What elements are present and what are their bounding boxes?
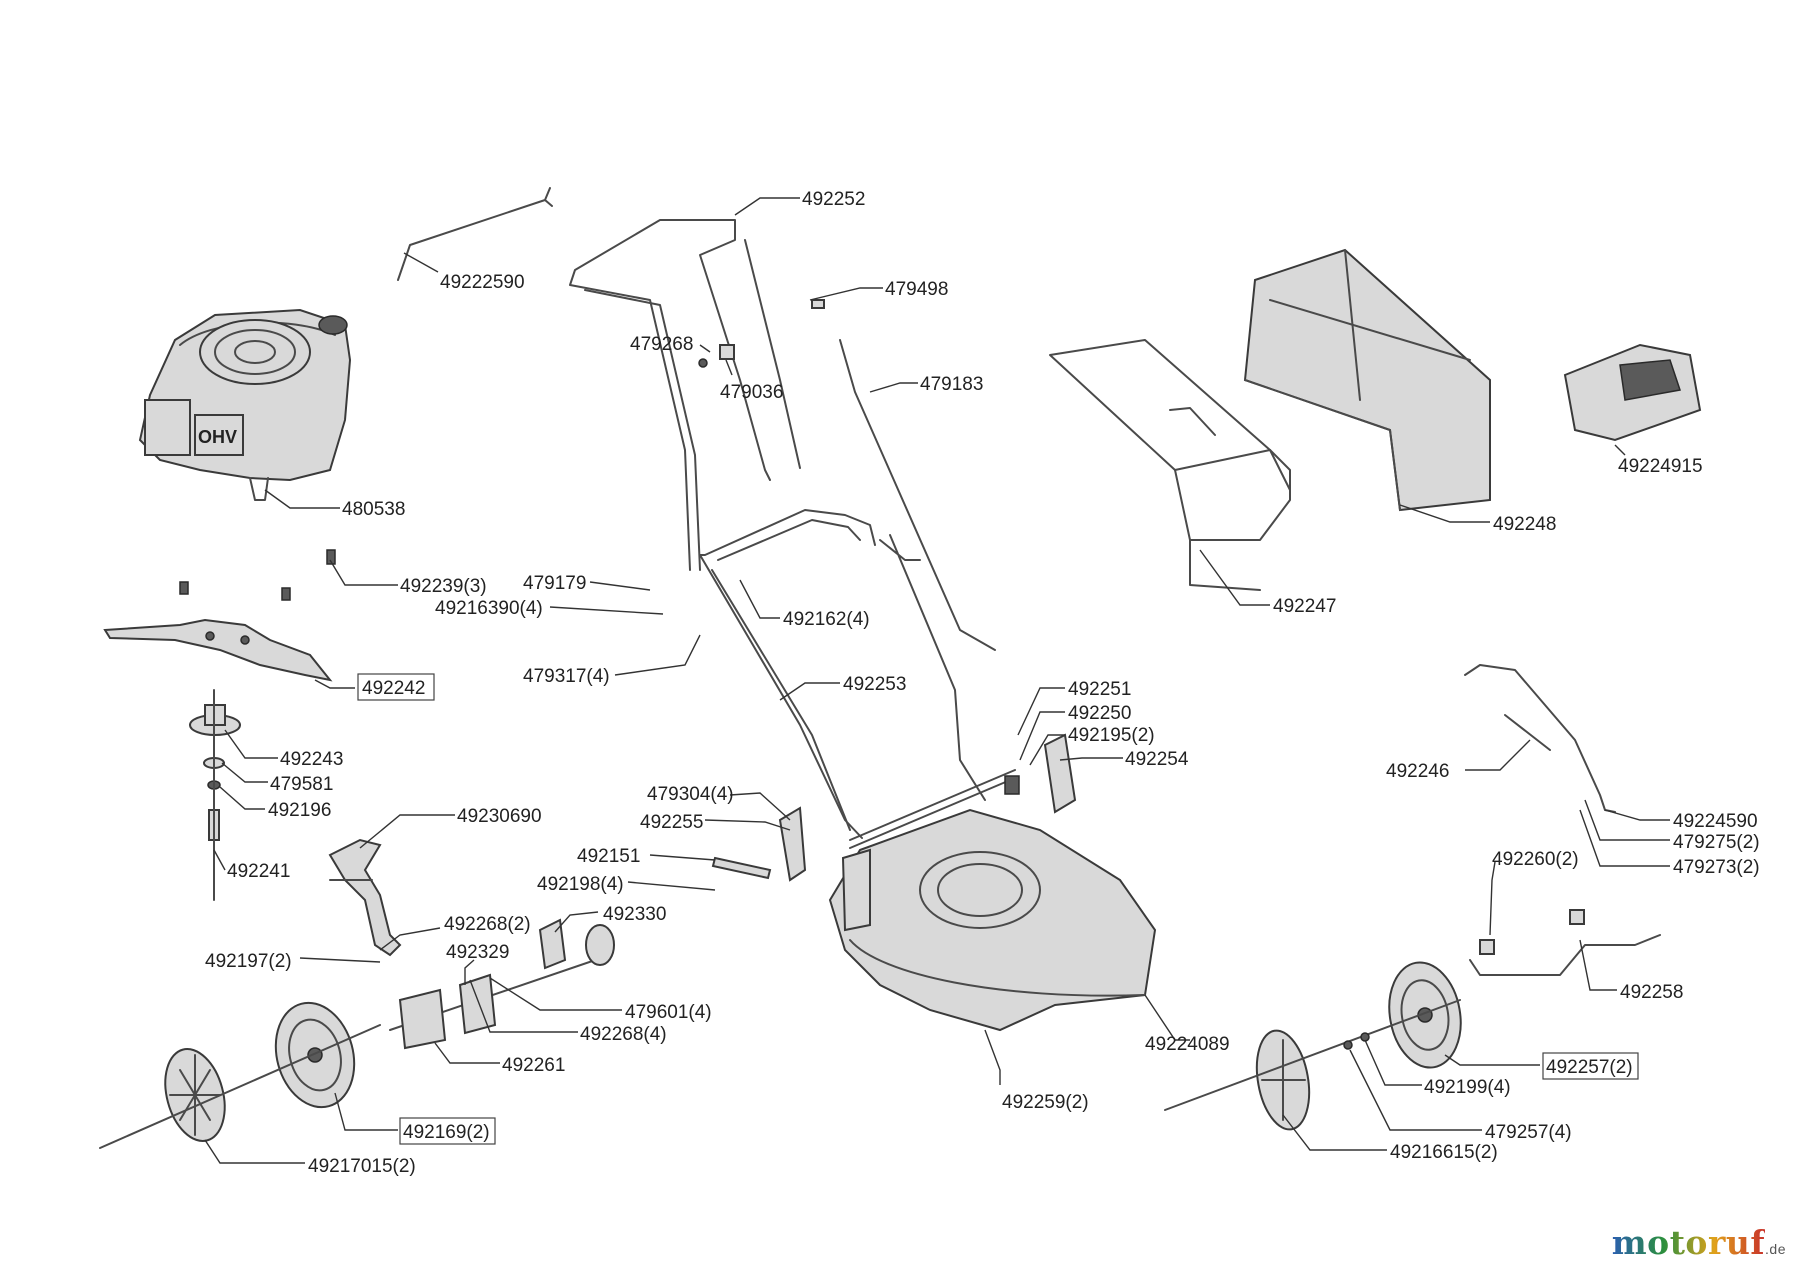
label-492198: 492198(4): [537, 874, 624, 895]
label-492260: 492260(2): [1492, 849, 1579, 870]
motoruf-logo: motoruf.de: [1612, 1223, 1786, 1262]
label-479179: 479179: [523, 573, 586, 594]
label-479036: 479036: [720, 382, 783, 403]
label-479268: 479268: [630, 334, 693, 355]
label-49224590: 49224590: [1673, 811, 1758, 832]
label-480538: 480538: [342, 499, 405, 520]
label-492169: 492169(2): [403, 1122, 490, 1143]
lower-handle-492253: [699, 509, 986, 839]
front-wheel-492257: [1388, 961, 1462, 1069]
label-492330: 492330: [603, 904, 666, 925]
label-492162: 492162(4): [783, 609, 870, 630]
label-492258: 492258: [1620, 982, 1683, 1003]
rod-492251: [849, 769, 1016, 849]
label-479273: 479273(2): [1673, 857, 1760, 878]
upper-handle-492252: [569, 219, 801, 571]
label-492246: 492246: [1386, 761, 1449, 782]
blade-adapter-stack: [189, 689, 241, 901]
spring-492246: [1504, 714, 1551, 751]
label-492253: 492253: [843, 674, 906, 695]
label-49222590: 49222590: [440, 272, 525, 293]
label-492248: 492248: [1493, 514, 1556, 535]
label-492251: 492251: [1068, 679, 1131, 700]
rear-wheel-cap-49217015: [164, 1048, 226, 1142]
rod-49222590: [397, 187, 553, 281]
label-479601: 479601(4): [625, 1002, 712, 1023]
label-479498: 479498: [885, 279, 948, 300]
label-492196: 492196: [268, 800, 331, 821]
bag-frame-492247: [1049, 339, 1291, 591]
label-492243: 492243: [280, 749, 343, 770]
cable-479183: [839, 339, 996, 651]
box-492169: [399, 1117, 496, 1145]
svg-text:OHV: OHV: [198, 427, 237, 447]
box-492257: [1542, 1052, 1639, 1080]
washer-492199: [1360, 1032, 1370, 1042]
label-479183: 479183: [920, 374, 983, 395]
label-479581: 479581: [270, 774, 333, 795]
label-492250: 492250: [1068, 703, 1131, 724]
front-axle-492258: [1469, 934, 1661, 976]
deck-49224089: [828, 808, 1157, 1032]
bushing-492260-b: [1569, 909, 1585, 925]
engine-480538: OHV: [138, 308, 352, 501]
label-492268a: 492268(2): [444, 914, 531, 935]
label-492255: 492255: [640, 812, 703, 833]
bracket-492254: [1043, 733, 1077, 814]
label-479257: 479257(4): [1485, 1122, 1572, 1143]
label-49217015: 49217015(2): [308, 1156, 416, 1177]
label-49216615: 49216615(2): [1390, 1142, 1498, 1163]
grass-bag-492248: [1243, 248, 1491, 512]
rear-wheel-492169: [274, 1001, 356, 1109]
bar-492151: [711, 856, 772, 880]
label-492254: 492254: [1125, 749, 1189, 770]
label-492261: 492261: [502, 1055, 565, 1076]
label-49216390: 49216390(4): [435, 598, 543, 619]
label-492268b: 492268(4): [580, 1024, 667, 1045]
label-492329: 492329: [446, 942, 509, 963]
label-492197: 492197(2): [205, 951, 292, 972]
box-492242: [357, 673, 435, 701]
knob-479498: [811, 299, 825, 309]
front-axis-line: [1164, 999, 1461, 1111]
label-49224915: 49224915: [1618, 456, 1703, 477]
label-492259: 492259(2): [1002, 1092, 1089, 1113]
cover-flap-49224915: [1563, 343, 1702, 442]
bolt-492239: [326, 549, 336, 565]
label-492241: 492241: [227, 861, 290, 882]
label-479304: 479304(4): [647, 784, 734, 805]
label-492257: 492257(2): [1546, 1057, 1633, 1078]
bracket-492255: [778, 806, 807, 882]
rear-axle-492261: [389, 918, 615, 1050]
washer-479257: [1343, 1040, 1353, 1050]
part-labels: 492252 49222590 479498 479268 479036 479…: [205, 189, 1760, 1177]
logo-main: motoruf: [1611, 1223, 1766, 1262]
rod-49224590: [1464, 664, 1616, 813]
label-479317: 479317(4): [523, 666, 610, 687]
clip-479036: [719, 344, 735, 360]
label-479275: 479275(2): [1673, 832, 1760, 853]
label-492239: 492239(3): [400, 576, 487, 597]
label-492242: 492242: [362, 678, 425, 699]
label-492151: 492151: [577, 846, 640, 867]
rear-axis-line: [99, 1024, 381, 1149]
logo-suffix: .de: [1765, 1241, 1786, 1257]
height-adjuster-49230690: [328, 838, 402, 957]
front-wheel-cap-49216615: [1255, 1029, 1311, 1131]
label-492252: 492252: [802, 189, 865, 210]
label-492195: 492195(2): [1068, 725, 1155, 746]
label-49224089: 49224089: [1145, 1034, 1230, 1055]
spring-492250: [1004, 775, 1020, 795]
label-49230690: 49230690: [457, 806, 542, 827]
bushing-492260: [1479, 939, 1495, 955]
leader-lines: [204, 197, 1670, 1164]
nut-479268: [698, 358, 708, 368]
label-492199: 492199(4): [1424, 1077, 1511, 1098]
blade-492242: [103, 581, 333, 682]
label-492247: 492247: [1273, 596, 1336, 617]
